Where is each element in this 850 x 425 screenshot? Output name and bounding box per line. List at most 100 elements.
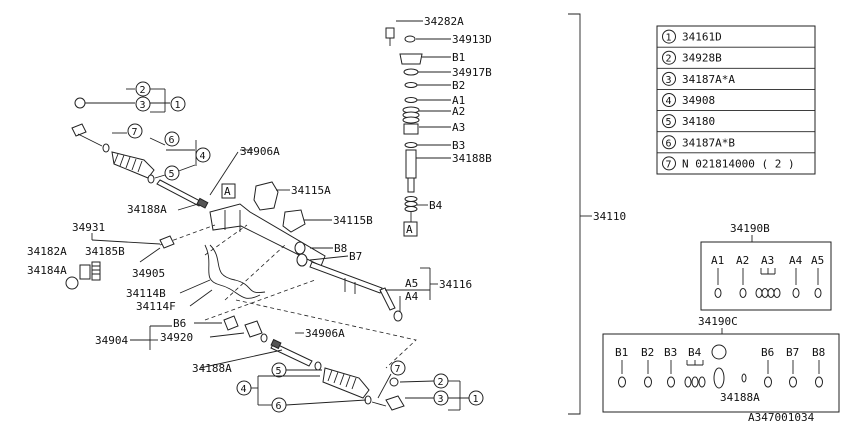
ring-B7	[296, 253, 308, 267]
plug-34182A	[79, 264, 91, 280]
legend-frame	[656, 25, 816, 175]
kit-c-item-label: B8	[812, 346, 825, 359]
kit-c-part	[644, 376, 652, 388]
kit-b-seal	[761, 288, 769, 298]
upper-tie-rod-assembly	[71, 97, 209, 209]
valve-stack	[385, 20, 451, 222]
ring-B2	[404, 82, 418, 88]
kit-c-item-label: B3	[664, 346, 677, 359]
kit-c-item-label: B4	[688, 346, 702, 359]
seal-A3	[403, 123, 419, 135]
seal-34917B	[403, 68, 419, 76]
assembly-bracket	[568, 13, 581, 415]
label-34931: 34931	[72, 221, 105, 234]
kit-b-ring	[814, 288, 822, 298]
legend-number-circle	[662, 135, 676, 150]
kit-c-item-label: B6	[761, 346, 774, 359]
legend-part-number: 34908	[682, 94, 715, 107]
kit-b-item-label: A5	[811, 254, 824, 267]
callout-circle-1-top: 1	[170, 96, 186, 112]
lower-tie-rod-assembly	[270, 338, 405, 411]
callout-circle-3-bottom: 3	[433, 390, 449, 406]
label-B1: B1	[452, 51, 465, 64]
callout-circle-2-top: 2	[135, 81, 151, 97]
callout-circle-5-bottom: 5	[271, 362, 287, 378]
legend-part-number: 34180	[682, 115, 715, 128]
legend-row: 7 N 021814000 ( 2 )	[657, 152, 815, 171]
kit-c-part	[667, 376, 675, 388]
label-B8: B8	[334, 242, 347, 255]
label-34904: 34904	[95, 334, 128, 347]
kit-c-part	[618, 376, 626, 388]
label-34906A-bottom: 34906A	[305, 327, 345, 340]
callout-circle-4-top: 4	[195, 147, 211, 163]
callout-circle-1-bottom: 1	[468, 390, 484, 406]
label-34906A-top: 34906A	[240, 145, 280, 158]
hose-34114B	[204, 244, 261, 299]
svg-text:3: 3	[438, 394, 444, 405]
legend-part-number: 34187A*B	[682, 136, 735, 149]
kit-c-sub-label: 34188A	[720, 391, 760, 404]
label-34115B: 34115B	[333, 214, 373, 227]
kit-b-box	[700, 241, 832, 311]
svg-text:7: 7	[395, 364, 401, 375]
kit-b-seal	[767, 288, 775, 298]
spring-34185B	[91, 261, 101, 281]
housing-B1	[399, 53, 423, 65]
kit-c-item-label: B7	[786, 346, 799, 359]
legend-part-number: 34928B	[682, 52, 722, 65]
label-B7: B7	[349, 250, 362, 263]
svg-text:2: 2	[438, 377, 444, 388]
legend-number-circle	[662, 156, 676, 171]
ring-B8	[294, 241, 306, 255]
kit-b-title: 34190B	[730, 222, 770, 235]
reference-box-a-mid	[221, 183, 236, 199]
label-A5: A5	[405, 277, 418, 290]
label-34905: 34905	[132, 267, 165, 280]
kit-c-boot-clamp	[713, 367, 725, 389]
callout-circle-4-bottom: 4	[236, 380, 252, 396]
label-B3: B3	[452, 139, 465, 152]
label-34188B: 34188B	[452, 152, 492, 165]
ring-B4	[404, 196, 418, 202]
label-A1: A1	[452, 94, 465, 107]
mount-34115A	[253, 181, 279, 211]
label-34185B: 34185B	[85, 245, 125, 258]
cap-upper	[74, 97, 86, 109]
svg-text:5: 5	[276, 366, 282, 377]
kit-b-ring	[792, 288, 800, 298]
legend-part-number: 34161D	[682, 31, 722, 44]
ring-A1	[404, 97, 418, 103]
legend-number: 3	[666, 75, 672, 86]
kit-c-part	[789, 376, 797, 388]
label-34114F: 34114F	[136, 300, 176, 313]
callout-circle-7-top: 7	[127, 123, 143, 139]
reference-box-a-top-label: A	[406, 223, 413, 236]
svg-text:6: 6	[276, 401, 282, 412]
kit-c-ring	[698, 376, 706, 388]
boot-upper	[111, 151, 155, 179]
svg-text:4: 4	[241, 384, 247, 395]
kit-b-ring	[739, 288, 747, 298]
reference-box-a-top	[403, 221, 418, 237]
svg-text:3: 3	[140, 100, 146, 111]
cap-34184A	[65, 276, 79, 290]
gear-housing	[209, 181, 403, 322]
kit-c-ring	[691, 376, 699, 388]
legend-part-number: N 021814000 ( 2 )	[682, 157, 795, 170]
kit-b-item-label: A3	[761, 254, 774, 267]
legend-number: 1	[666, 33, 672, 44]
kit-c-ring	[684, 376, 692, 388]
kit-b-item-label: A4	[789, 254, 803, 267]
label-A3: A3	[452, 121, 465, 134]
kit-b-ring	[714, 288, 722, 298]
label-34282A: 34282A	[424, 15, 464, 28]
legend-number: 7	[666, 159, 672, 170]
inner-rod-upper	[156, 179, 203, 207]
kit-c-item-label: B1	[615, 346, 628, 359]
